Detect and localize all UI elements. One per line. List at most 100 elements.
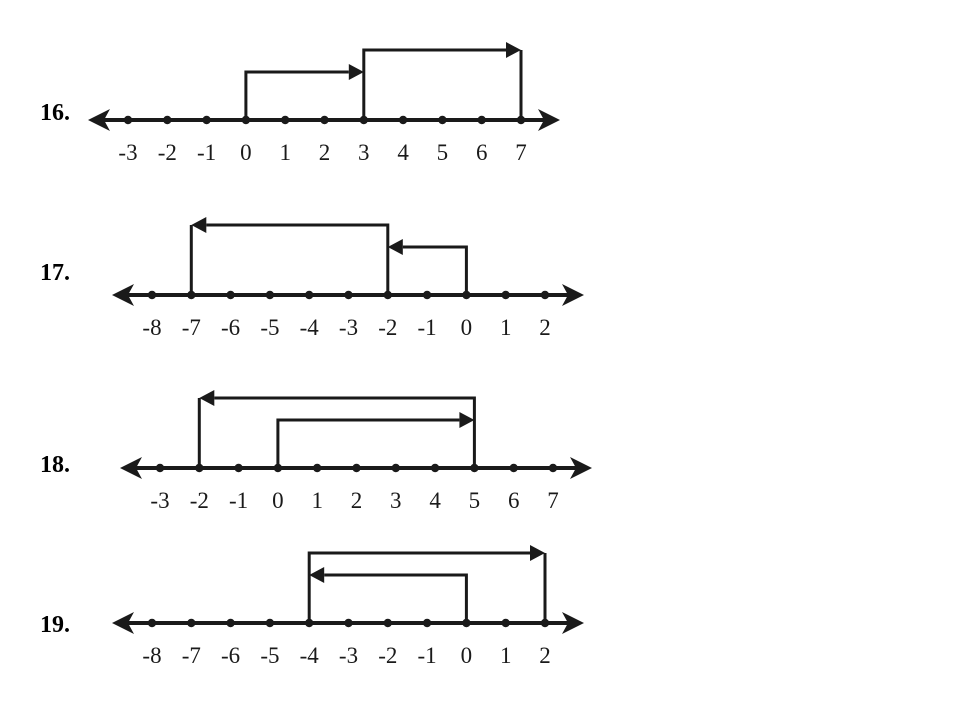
tick-dot [501,290,510,300]
tick-dot [352,463,361,473]
tick-label: 7 [547,488,559,513]
tick-label: -1 [418,643,437,668]
tick-dot [422,290,432,300]
jump-arrow-path [307,551,530,623]
jump-arrowhead [387,239,403,255]
tick-dot [281,115,290,125]
tick-label: -2 [378,315,397,340]
jump-arrowhead [459,412,475,428]
tick-dot [265,618,275,628]
tick-dot [305,290,314,300]
tick-label: -8 [142,643,161,668]
axis-right-arrow [562,612,584,634]
tick-label: 4 [397,140,409,165]
tick-label: 2 [351,488,363,513]
tick-dot [265,290,275,300]
tick-label: 1 [279,140,291,165]
tick-label: -6 [221,643,240,668]
tick-label: -3 [339,643,358,668]
problem-label: 18. [40,452,70,478]
tick-dot [540,290,550,300]
tick-dot [313,463,322,473]
tick-dot [383,618,392,628]
tick-label: -8 [142,315,161,340]
tick-dot [391,463,400,473]
tick-label: -4 [300,643,320,668]
jump-arrow-path [324,573,468,623]
jump-arrowhead [506,42,521,58]
tick-dot [501,618,510,628]
tick-label: -1 [197,140,216,165]
axis-left-arrow [88,109,110,131]
tick-label: 4 [429,488,441,513]
jump-arrowhead [199,390,215,406]
tick-label: 2 [319,140,331,165]
tick-label: 1 [500,315,512,340]
tick-dot [477,115,486,125]
tick-dot [548,463,558,473]
jump-arrowhead [191,217,207,233]
axis-right-arrow [570,457,592,479]
tick-label: -5 [260,643,279,668]
tick-dot [163,115,172,125]
tick-label: 2 [539,315,551,340]
tick-label: -7 [182,643,201,668]
tick-dot [422,618,432,628]
tick-label: -1 [229,488,248,513]
tick-label: 1 [500,643,512,668]
axis-right-arrow [538,109,560,131]
problem-label: 19. [40,612,70,638]
axis-right-arrow [562,284,584,306]
tick-label: 1 [311,488,323,513]
jump-arrow-path [244,70,349,120]
tick-dot [226,290,235,300]
jump-arrowhead [348,64,364,80]
tick-label: -3 [150,488,169,513]
tick-label: -5 [260,315,279,340]
tick-dot [344,618,353,628]
tick-label: 0 [272,488,284,513]
jump-arrowhead [530,545,545,561]
tick-label: 6 [508,488,520,513]
tick-dot [147,290,157,300]
tick-label: -6 [221,315,240,340]
tick-label: 3 [390,488,402,513]
tick-dot [509,463,518,473]
tick-label: -4 [300,315,320,340]
tick-label: -2 [378,643,397,668]
tick-dot [147,618,157,628]
problem-label: 16. [40,100,70,126]
tick-dot [155,463,165,473]
axis-left-arrow [112,612,134,634]
tick-label: -1 [418,315,437,340]
tick-label: -3 [339,315,358,340]
tick-dot [226,618,235,628]
tick-label: 6 [476,140,488,165]
tick-label: 3 [358,140,370,165]
tick-dot [123,115,133,125]
tick-dot [430,463,440,473]
tick-label: 0 [240,140,252,165]
tick-dot [344,290,353,300]
tick-dot [234,463,243,473]
jump-arrow-path [276,418,460,468]
tick-label: 0 [461,315,473,340]
tick-dot [320,115,329,125]
jump-arrowhead [309,567,325,583]
jump-arrow-path [214,396,476,468]
tick-label: 2 [539,643,551,668]
tick-dot [187,618,196,628]
tick-label: 5 [437,140,449,165]
tick-dot [398,115,408,125]
tick-label: -3 [118,140,137,165]
jump-arrow-path [206,223,390,295]
problem-label: 17. [40,260,70,286]
tick-label: 5 [469,488,481,513]
tick-dot [438,115,447,125]
tick-dot [202,115,211,125]
